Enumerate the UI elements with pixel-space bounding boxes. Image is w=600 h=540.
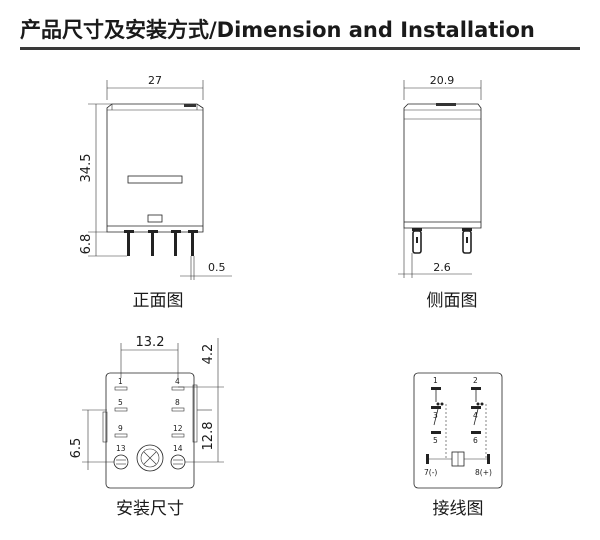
mount-offset-top-label: 4.2 [201, 344, 216, 365]
mounting-view: 13.2 1 4 5 8 9 12 13 14 [69, 335, 224, 519]
side-pin-offset-label: 2.6 [433, 261, 451, 274]
front-view-caption: 正面图 [133, 291, 184, 311]
svg-text:2: 2 [473, 376, 478, 385]
front-label-window [127, 175, 183, 184]
svg-text:5: 5 [433, 436, 438, 445]
svg-text:13: 13 [116, 444, 126, 453]
wiring-caption: 接线图 [433, 499, 484, 519]
mount-base-outline [105, 372, 195, 489]
svg-text:5: 5 [118, 398, 123, 407]
svg-text:8: 8 [175, 398, 180, 407]
mount-hole-spacing-h-label: 13.2 [136, 335, 165, 350]
svg-text:1: 1 [118, 377, 123, 386]
mount-coil-terminals [113, 444, 186, 472]
front-pin-length-label: 6.8 [79, 234, 94, 255]
front-height-label: 34.5 [79, 154, 94, 183]
wiring-pin-labels: 1 2 3 4 5 6 7(-) 8(+) [424, 376, 492, 477]
side-pins [412, 228, 472, 254]
side-width-label: 20.9 [430, 74, 455, 87]
side-view-caption: 侧面图 [427, 291, 478, 311]
mount-right-slot [192, 384, 198, 443]
svg-text:8(+): 8(+) [475, 468, 492, 477]
front-view: 27 34.5 6.8 [79, 74, 232, 311]
front-pins [124, 230, 198, 256]
front-relay-body [106, 103, 204, 233]
side-view: 20.9 2.6 侧面图 [398, 74, 482, 311]
svg-text:3: 3 [433, 411, 438, 420]
svg-text:9: 9 [118, 424, 123, 433]
wiring-coil [426, 451, 490, 467]
mounting-caption: 安装尺寸 [116, 499, 184, 519]
wiring-outline [413, 372, 503, 489]
side-relay-body [403, 103, 482, 229]
front-top-tab [184, 104, 196, 107]
header: 产品尺寸及安装方式/Dimension and Installation [20, 14, 580, 50]
svg-text:7(-): 7(-) [424, 468, 437, 477]
svg-text:1: 1 [433, 376, 438, 385]
svg-text:14: 14 [173, 444, 183, 453]
svg-text:4: 4 [175, 377, 180, 386]
svg-text:12: 12 [173, 424, 183, 433]
wiring-contacts [431, 387, 487, 460]
mount-hole-spacing-v-label: 12.8 [201, 422, 216, 451]
svg-text:4: 4 [473, 411, 478, 420]
header-divider [20, 47, 580, 50]
mount-pin-labels: 1 4 5 8 9 12 13 14 [116, 377, 183, 453]
svg-text:6: 6 [473, 436, 478, 445]
front-indicator [147, 214, 163, 223]
front-pin-thickness-label: 0.5 [208, 261, 226, 274]
front-width-label: 27 [148, 74, 162, 87]
wiring-view: 1 2 3 4 5 6 7(-) 8(+) [413, 372, 503, 519]
mount-offset-left-label: 6.5 [69, 438, 84, 459]
page-title: 产品尺寸及安装方式/Dimension and Installation [20, 18, 535, 42]
mount-left-slot [102, 411, 108, 443]
